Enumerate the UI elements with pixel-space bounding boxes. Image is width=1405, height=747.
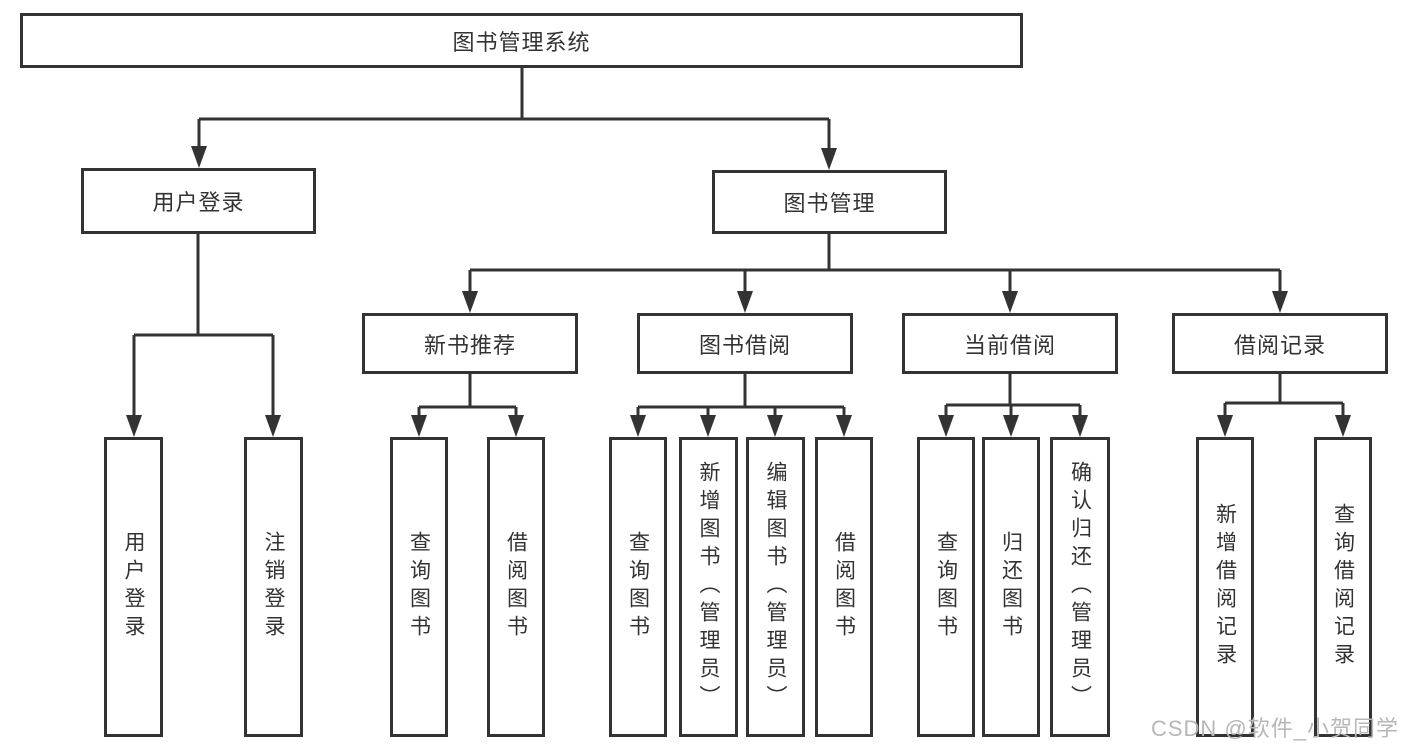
leaf-add-borrow-record: 新增借阅记录	[1196, 437, 1254, 737]
node-user-login-branch: 用户登录	[81, 168, 316, 234]
node-borrow-record: 借阅记录	[1172, 313, 1388, 374]
arrowhead-icon	[630, 415, 646, 437]
node-library-system: 图书管理系统	[20, 13, 1023, 68]
node-book-borrow: 图书借阅	[637, 313, 853, 374]
arrowhead-icons	[126, 146, 1351, 437]
leaf-query-borrow-record: 查询借阅记录	[1314, 437, 1372, 737]
csdn-watermark: CSDN @软件_小贺同学	[1150, 716, 1399, 741]
arrowhead-icon	[1335, 415, 1351, 437]
arrowhead-icon	[462, 291, 478, 313]
arrowhead-icon	[836, 415, 852, 437]
arrowhead-icon	[508, 415, 524, 437]
arrowhead-icon	[126, 415, 142, 437]
leaf-user-login: 用户登录	[104, 437, 163, 737]
arrowhead-icon	[767, 415, 783, 437]
node-book-management-branch: 图书管理	[712, 170, 947, 234]
leaf-logout: 注销登录	[244, 437, 303, 737]
node-new-book-recommend: 新书推荐	[362, 313, 578, 374]
leaf-return-books: 归还图书	[982, 437, 1040, 737]
leaf-query-books-recommend: 查询图书	[390, 437, 448, 737]
arrowhead-icon	[938, 415, 954, 437]
leaf-confirm-return-admin: 确认归还（管理员）	[1050, 437, 1110, 737]
arrowhead-icon	[700, 415, 716, 437]
arrowhead-icon	[821, 148, 837, 170]
node-current-borrow: 当前借阅	[902, 313, 1118, 374]
leaf-add-books-admin: 新增图书（管理员）	[679, 437, 738, 737]
arrowhead-icon	[1217, 415, 1233, 437]
arrowhead-icon	[1272, 291, 1288, 313]
arrowhead-icon	[1072, 415, 1088, 437]
leaf-borrow-books-recommend: 借阅图书	[487, 437, 545, 737]
leaf-query-books-current: 查询图书	[917, 437, 975, 737]
arrowhead-icon	[737, 291, 753, 313]
leaf-edit-books-admin: 编辑图书（管理员）	[746, 437, 805, 737]
arrowhead-icon	[1003, 415, 1019, 437]
arrowhead-icon	[1002, 291, 1018, 313]
arrowhead-icon	[265, 415, 281, 437]
leaf-borrow-books: 借阅图书	[815, 437, 873, 737]
arrowhead-icon	[191, 146, 207, 168]
leaf-query-books-borrow: 查询图书	[609, 437, 667, 737]
arrowhead-icon	[411, 415, 427, 437]
